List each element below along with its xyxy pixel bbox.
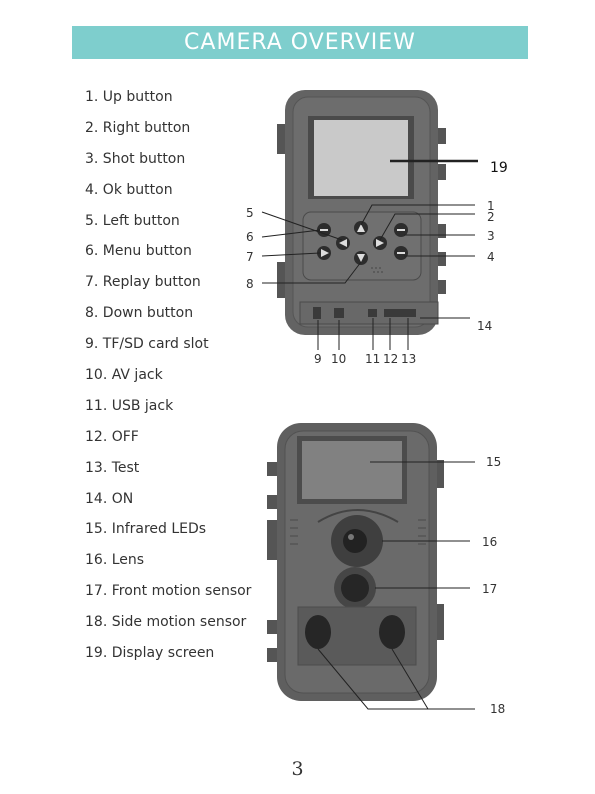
display-screen (314, 120, 408, 196)
side-clip (277, 262, 287, 298)
side-tab (435, 252, 446, 266)
callout-9: 9 (314, 352, 322, 366)
callout-2: 2 (487, 210, 495, 224)
callout-3: 3 (487, 229, 495, 243)
legend-item: 11. USB jack (85, 397, 174, 414)
legend-item: 16. Lens (85, 552, 145, 569)
tf-sd-card-slot[interactable] (313, 307, 321, 319)
side-motion-sensor-right (379, 615, 405, 649)
callout-4: 4 (487, 250, 495, 264)
callout-14: 14 (477, 319, 492, 333)
menu-icon (320, 229, 328, 231)
play-icon (321, 249, 329, 257)
callout-6: 6 (246, 230, 254, 244)
side-tab (435, 224, 446, 238)
button-panel (302, 211, 422, 281)
title-banner: CAMERA OVERVIEW (72, 26, 528, 59)
legend-item: 3. Shot button (85, 150, 186, 167)
camera-back-view (277, 90, 446, 335)
usb-jack[interactable] (368, 309, 377, 317)
callout-17: 17 (482, 582, 497, 596)
legend-item: 5. Left button (85, 212, 180, 229)
legend-item: 10. AV jack (85, 367, 163, 384)
front-motion-sensor (341, 574, 369, 602)
arrow-up-icon (357, 224, 365, 232)
arrow-right-icon (376, 239, 384, 247)
camera-front-view (267, 423, 444, 701)
callout-13: 13 (401, 352, 416, 366)
side-tab (267, 620, 279, 634)
callout-19: 19 (490, 160, 508, 176)
speaker-grille (371, 267, 383, 273)
callouts-back: 19 1 2 3 4 5 6 7 8 9 10 11 12 13 14 (246, 160, 508, 366)
parts-legend: 1. Up button 2. Right button 3. Shot but… (85, 86, 251, 673)
legend-item: 4. Ok button (85, 181, 173, 198)
arrow-down-icon (357, 254, 365, 262)
lens (343, 529, 367, 553)
callouts-front: 15 16 17 18 (482, 455, 505, 716)
av-jack[interactable] (334, 308, 344, 318)
legend-item: 7. Replay button (85, 274, 201, 291)
legend-item: 6. Menu button (85, 243, 192, 260)
lens-arc (317, 509, 399, 523)
legend-item: 17. Front motion sensor (85, 583, 252, 600)
callout-11: 11 (365, 352, 380, 366)
side-tab (435, 280, 446, 294)
legend-item: 1. Up button (85, 89, 173, 105)
callout-10: 10 (331, 352, 346, 366)
side-tab (267, 462, 279, 476)
callout-5: 5 (246, 206, 254, 220)
side-tab (435, 164, 446, 180)
legend-item: 15. Infrared LEDs (85, 521, 207, 538)
arrow-left-icon (339, 239, 347, 247)
legend-item: 13. Test (85, 459, 140, 476)
side-tab (267, 495, 279, 509)
side-tab (435, 128, 446, 144)
side-clip (267, 520, 279, 560)
callout-18: 18 (490, 702, 505, 716)
callout-16: 16 (482, 535, 497, 549)
side-tab (267, 648, 279, 662)
side-clip (277, 124, 287, 154)
side-motion-sensor-left (305, 615, 331, 649)
power-switch[interactable] (384, 309, 416, 317)
callout-7: 7 (246, 250, 254, 264)
callout-1: 1 (487, 199, 495, 213)
infrared-led-window (302, 441, 402, 499)
leader-lines-back (261, 159, 478, 350)
ok-icon (397, 252, 405, 254)
callout-12: 12 (383, 352, 398, 366)
legend-item: 14. ON (85, 490, 134, 507)
callout-8: 8 (246, 277, 254, 291)
legend-item: 18. Side motion sensor (85, 614, 247, 631)
legend-item: 2. Right button (85, 119, 191, 136)
page-number: 3 (291, 758, 304, 780)
lens-glint (348, 534, 354, 540)
legend-item: 8. Down button (85, 305, 194, 322)
leader-lines-front (317, 461, 475, 710)
callout-15: 15 (486, 455, 501, 469)
legend-item: 12. OFF (85, 428, 139, 445)
legend-item: 9. TF/SD card slot (85, 336, 209, 353)
side-vents (290, 519, 426, 545)
page-title: CAMERA OVERVIEW (184, 30, 416, 55)
legend-item: 19. Display screen (85, 645, 215, 662)
shot-icon (397, 229, 405, 231)
